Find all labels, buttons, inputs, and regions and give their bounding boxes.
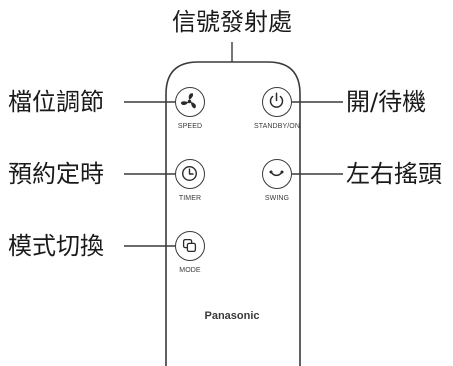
callout-timer: 預約定時 [8,160,104,188]
callout-mode: 模式切換 [8,232,104,260]
callout-fan-speed: 檔位調節 [8,88,104,116]
mode-squares-icon [182,238,197,253]
callout-swing: 左右搖頭 [346,160,442,188]
mode-button-label: MODE [179,267,201,274]
standby-on-button[interactable] [262,87,292,117]
brand-logo-text: Panasonic [204,310,260,322]
clock-icon [181,165,198,182]
mode-button[interactable] [175,231,205,261]
callout-power: 開/待機 [346,88,427,116]
power-icon [269,92,284,108]
callout-ir-emitter: 信號發射處 [172,8,292,36]
timer-button[interactable] [175,159,205,189]
swing-button[interactable] [262,159,292,189]
remote-body-outline [165,61,301,366]
swing-arc-icon [269,170,284,177]
speed-button-label: SPEED [177,123,203,130]
fan-icon [180,93,196,109]
timer-button-label: TIMER [178,195,202,202]
speed-button[interactable] [175,87,205,117]
swing-button-label: SWING [264,195,290,202]
standby-on-button-label: STANDBY/ON [254,123,300,130]
